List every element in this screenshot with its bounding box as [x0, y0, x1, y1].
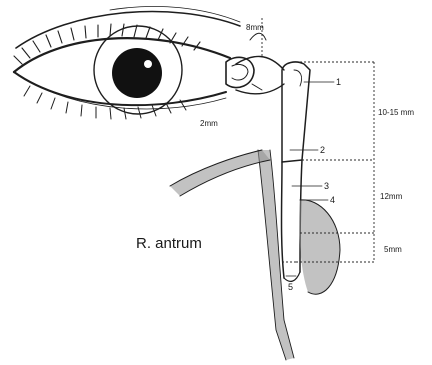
label-antrum: R. antrum — [136, 235, 202, 252]
callout-5: 5 — [286, 276, 296, 292]
callout-2: 2 — [290, 145, 325, 155]
svg-text:3: 3 — [324, 181, 329, 191]
callout-3: 3 — [292, 181, 329, 191]
svg-text:1: 1 — [336, 77, 341, 87]
label-segment-3: 5mm — [384, 245, 402, 254]
eye-illustration — [14, 6, 254, 119]
label-segment-1: 10-15 mm — [378, 108, 414, 117]
nasolacrimal-duct-illustration — [170, 56, 340, 360]
svg-text:2: 2 — [320, 145, 325, 155]
label-2mm: 2mm — [200, 119, 218, 128]
label-8mm: 8mm — [246, 23, 264, 32]
svg-text:5: 5 — [288, 282, 293, 292]
label-segment-2: 12mm — [380, 192, 403, 201]
svg-text:4: 4 — [330, 195, 335, 205]
